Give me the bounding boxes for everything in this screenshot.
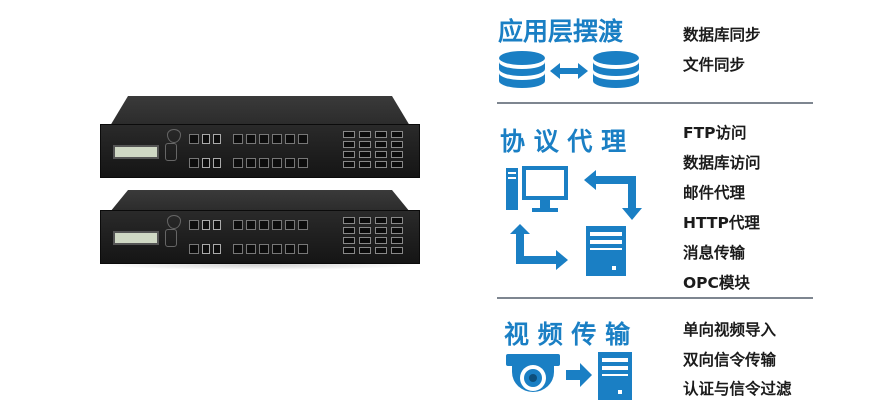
list-item: HTTP代理	[683, 214, 760, 232]
server-icon	[598, 352, 632, 400]
ferry-illustration	[499, 51, 639, 88]
list-item: 邮件代理	[683, 184, 746, 202]
arrow-right-icon	[566, 363, 592, 387]
shield-logo-icon	[167, 129, 181, 143]
list-item: 文件同步	[683, 56, 746, 74]
sfp-ports	[343, 131, 405, 168]
sfp-ports	[343, 217, 405, 254]
database-icon	[499, 51, 545, 88]
lcd-display	[113, 145, 159, 159]
arrow-icon	[584, 170, 642, 220]
section-title-video: 视 频 传 输	[504, 320, 631, 349]
port-row	[189, 134, 308, 144]
camera-icon	[506, 354, 560, 392]
port-row	[189, 220, 308, 230]
proxy-illustration	[506, 166, 642, 276]
divider	[497, 102, 813, 104]
list-item: 消息传输	[683, 244, 746, 262]
nav-keypad	[165, 143, 177, 161]
lcd-display	[113, 231, 159, 245]
database-icon	[593, 51, 639, 88]
nav-keypad	[165, 229, 177, 247]
list-item: FTP访问	[683, 124, 747, 142]
list-item: 认证与信令过滤	[683, 380, 792, 398]
shield-logo-icon	[167, 215, 181, 229]
section-title-proxy: 协 议 代 理	[500, 127, 627, 156]
server-icon	[586, 226, 626, 276]
list-item: 数据库访问	[683, 154, 761, 172]
computer-icon	[506, 166, 568, 212]
list-item: 数据库同步	[683, 26, 761, 44]
port-row	[189, 158, 308, 168]
video-illustration	[506, 352, 632, 400]
double-arrow-icon	[550, 63, 588, 79]
device-photo	[100, 96, 420, 276]
device-unit-lower	[100, 182, 420, 264]
list-item: OPC模块	[683, 274, 750, 292]
list-item: 双向信令传输	[683, 351, 777, 369]
port-row	[189, 244, 308, 254]
list-item: 单向视频导入	[683, 321, 777, 339]
device-unit-upper	[100, 96, 420, 178]
divider	[497, 297, 813, 299]
section-title-ferry: 应用层摆渡	[498, 17, 624, 46]
arrow-icon	[510, 224, 568, 270]
